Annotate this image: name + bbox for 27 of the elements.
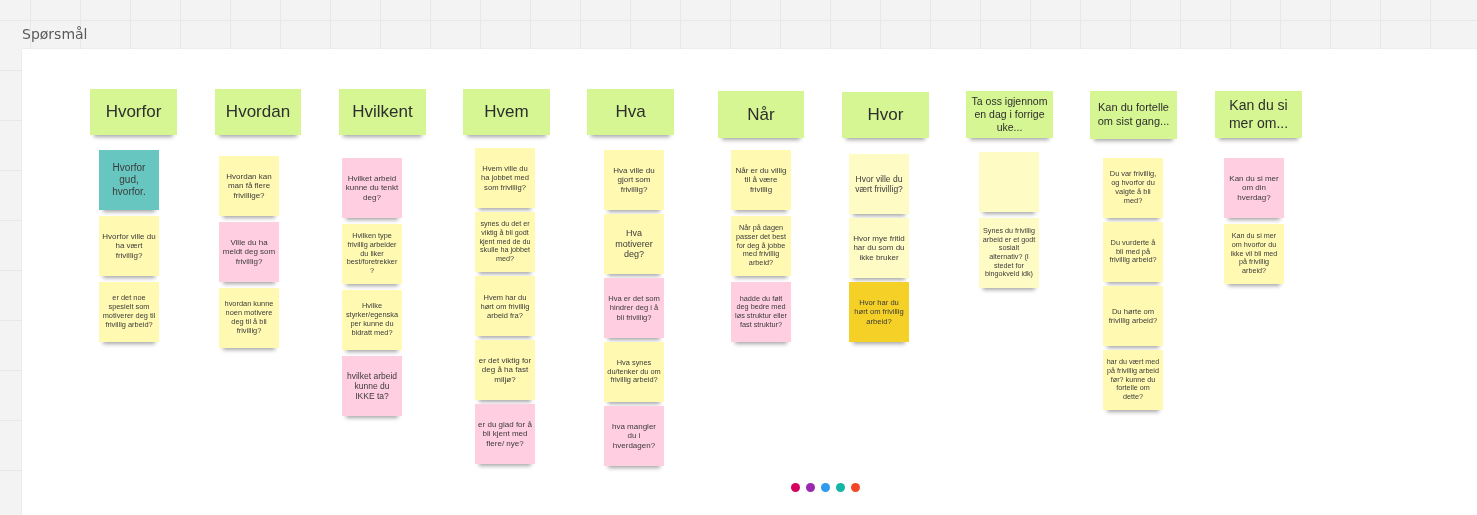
frame-title: Spørsmål (22, 26, 88, 43)
sticky-note: Hvor mye fritid har du som du ikke bruker (849, 218, 909, 278)
sticky-note: hvilket arbeid kunne du IKKE ta? (342, 356, 402, 416)
sticky-note: Hvorfor ville du ha vært frivillig? (99, 216, 159, 276)
sticky-note: Hvordan kan man få flere frivillige? (219, 156, 279, 216)
sticky-note: Hva motiverer deg? (604, 214, 664, 274)
sticky-note (979, 152, 1039, 212)
heading-note: Når (718, 91, 804, 138)
sticky-note: Hva ville du gjort som frivillig? (604, 150, 664, 210)
sticky-note: Hvor ville du vært frivillig? (849, 154, 909, 214)
heading-note: Hvordan (215, 89, 301, 135)
sticky-note: Når er du villig til å være frivillig (731, 150, 791, 210)
heading-note: Hvem (463, 89, 550, 135)
sticky-note: Hvorfor gud, hvorfor. (99, 150, 159, 210)
heading-note: Hvilkent (339, 89, 426, 135)
heading-note: Ta oss igjennom en dag i forrige uke... (966, 91, 1053, 138)
heading-note: Kan du si mer om... (1215, 91, 1302, 138)
sticky-note: hva mangler du i hverdagen? (604, 406, 664, 466)
heading-note: Hvor (842, 92, 929, 138)
sticky-note: er det viktig for deg å ha fast miljø? (475, 340, 535, 400)
sticky-note: Hvilket arbeid kunne du tenkt deg? (342, 158, 402, 218)
sticky-note: er du glad for å bli kjent med flere/ nye? (475, 404, 535, 464)
heading-note: Hvorfor (90, 89, 177, 135)
heading-note: Hva (587, 89, 674, 135)
sticky-note: Ville du ha meldt deg som frivillig? (219, 222, 279, 282)
heading-note: Kan du fortelle om sist gang... (1090, 91, 1177, 139)
sticky-note: Kan du si mer om din hverdag? (1224, 158, 1284, 218)
